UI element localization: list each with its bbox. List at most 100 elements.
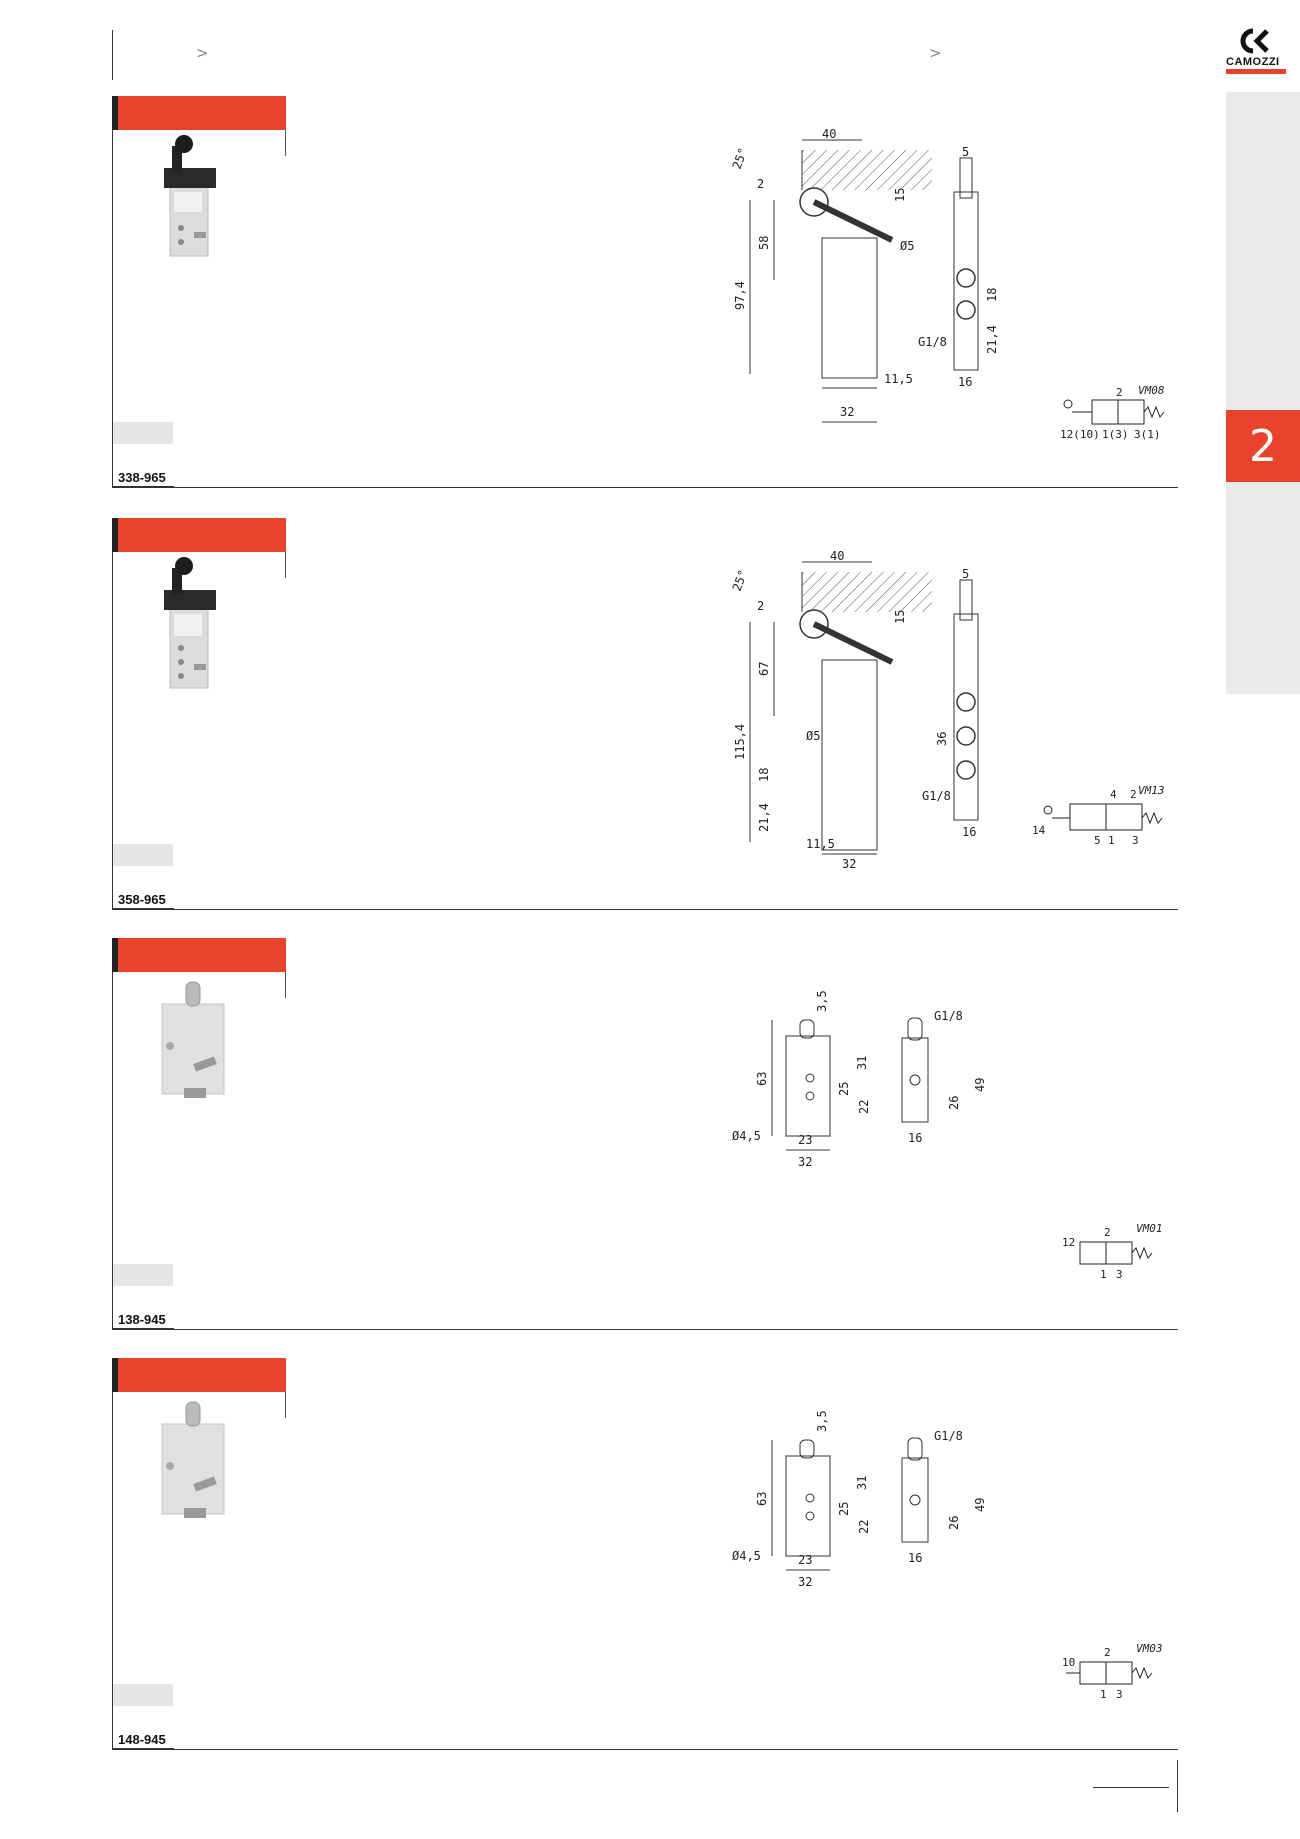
dim-label: 2 (757, 177, 764, 191)
section-bottom-rule (112, 487, 1178, 488)
code-underline (112, 1748, 174, 1749)
dimension-drawing-side: G1/8 49 26 16 (901, 1429, 987, 1565)
dim-label: 97,4 (733, 281, 747, 310)
product-photo-plunger (161, 1401, 225, 1518)
product-code: 138-945 (118, 1312, 166, 1327)
pneumatic-symbol: VM01 2 12 1 3 (1062, 1222, 1163, 1281)
dim-label: 16 (908, 1551, 922, 1565)
camozzi-logo-icon (1240, 28, 1269, 54)
product-title-bar (112, 938, 286, 972)
dim-label: 26 (947, 1516, 961, 1530)
spec-chip (113, 1684, 173, 1706)
dim-label: Ø4,5 (732, 1549, 761, 1563)
dim-label: 22 (857, 1100, 871, 1114)
dim-label: 25° (730, 146, 751, 171)
header-divider (112, 30, 113, 80)
spec-chip (113, 422, 173, 444)
code-underline (112, 486, 174, 487)
dim-label: Ø4,5 (732, 1129, 761, 1143)
footer-rule (1093, 1787, 1169, 1788)
dim-label: 58 (757, 236, 771, 250)
section-tab[interactable]: 2 (1226, 410, 1300, 482)
product-title-bar (112, 96, 286, 130)
port-label: 14 (1032, 824, 1046, 837)
product-photo-roller-lever (164, 135, 216, 257)
dim-label: 18 (985, 288, 999, 302)
port-label: 3 (1132, 834, 1139, 847)
section-sidebar (1226, 92, 1300, 694)
dimension-drawing-front: 3,5 63 31 25 22 Ø4,5 23 32 (732, 990, 871, 1169)
port-label: 1(3) (1102, 428, 1129, 441)
dimension-drawing-side: 5 18 21,4 G1/8 16 (918, 145, 999, 389)
pneumatic-symbol: VM08 2 12(10) 1(3) 3(1) (1060, 384, 1165, 441)
port-label: 2 (1104, 1646, 1111, 1659)
dim-label: 36 (935, 732, 949, 746)
product-title-bar (112, 518, 286, 552)
dim-label: 49 (973, 1498, 987, 1512)
dim-label: 40 (830, 549, 844, 563)
symbol-name: VM08 (1138, 384, 1165, 397)
product-photo-plunger (161, 981, 225, 1098)
product-code: 358-965 (118, 892, 166, 907)
code-underline (112, 908, 174, 909)
section-number: 2 (1249, 420, 1277, 472)
breadcrumb-right[interactable]: > (929, 44, 942, 62)
dim-label: 2 (757, 599, 764, 613)
product-photo-roller-lever (164, 557, 216, 689)
dim-label: G1/8 (918, 335, 947, 349)
port-label: 4 (1110, 788, 1117, 801)
dimension-drawing-front: 40 25° 2 15 67 115,4 Ø5 18 21,4 11,5 32 (730, 549, 932, 871)
port-label: 3 (1116, 1688, 1123, 1701)
dim-label: 63 (755, 1072, 769, 1086)
dim-label: 32 (842, 857, 856, 871)
breadcrumb-left[interactable]: > (196, 44, 209, 62)
dim-label: 32 (798, 1575, 812, 1589)
section-left-rule (112, 1358, 113, 1750)
dim-label: 67 (757, 662, 771, 676)
port-label: 3(1) (1134, 428, 1161, 441)
dim-label: 3,5 (815, 1410, 829, 1432)
code-underline (112, 1328, 174, 1329)
dim-label: 3,5 (815, 990, 829, 1012)
dim-label: G1/8 (934, 1429, 963, 1443)
dim-label: G1/8 (922, 789, 951, 803)
pneumatic-symbol: VM03 2 10 1 3 (1062, 1642, 1163, 1701)
section-bottom-rule (112, 1329, 1178, 1330)
section-bottom-rule (112, 909, 1178, 910)
port-label: 3 (1116, 1268, 1123, 1281)
product-code: 338-965 (118, 470, 166, 485)
section-left-rule (112, 938, 113, 1330)
dim-label: 16 (908, 1131, 922, 1145)
product-section-358-965: 358-965 40 25° 2 15 67 115,4 Ø5 18 21,4 … (112, 518, 1178, 910)
dim-label: 26 (947, 1096, 961, 1110)
brand-underline (1226, 69, 1286, 74)
section-left-rule (112, 96, 113, 488)
port-label: 2 (1104, 1226, 1111, 1239)
port-label: 1 (1108, 834, 1115, 847)
dim-label: 16 (962, 825, 976, 839)
product-section-338-965: 338-965 40 25° 2 15 58 97,4 Ø5 11,5 32 5… (112, 96, 1178, 488)
port-label: 5 (1094, 834, 1101, 847)
dim-label: 11,5 (806, 837, 835, 851)
port-label: 1 (1100, 1688, 1107, 1701)
port-label: 12 (1062, 1236, 1075, 1249)
symbol-name: VM13 (1138, 784, 1165, 797)
dim-label: 16 (958, 375, 972, 389)
dim-label: 23 (798, 1133, 812, 1147)
dim-label: 25 (837, 1082, 851, 1096)
dim-label: 32 (798, 1155, 812, 1169)
product-section-138-945: 138-945 3,5 63 31 25 22 Ø4,5 23 32 G1/8 … (112, 938, 1178, 1330)
dim-label: 115,4 (733, 724, 747, 760)
dim-label: 5 (962, 145, 969, 159)
symbol-name: VM03 (1136, 1642, 1163, 1655)
dim-label: 15 (893, 188, 907, 202)
dim-label: 21,4 (757, 803, 771, 832)
port-label: 1 (1100, 1268, 1107, 1281)
section-left-rule (112, 518, 113, 910)
port-label: 12(10) (1060, 428, 1100, 441)
section-bottom-rule (112, 1749, 1178, 1750)
dim-label: 63 (755, 1492, 769, 1506)
dim-label: 31 (855, 1476, 869, 1490)
dim-label: 23 (798, 1553, 812, 1567)
dim-label: 18 (757, 768, 771, 782)
